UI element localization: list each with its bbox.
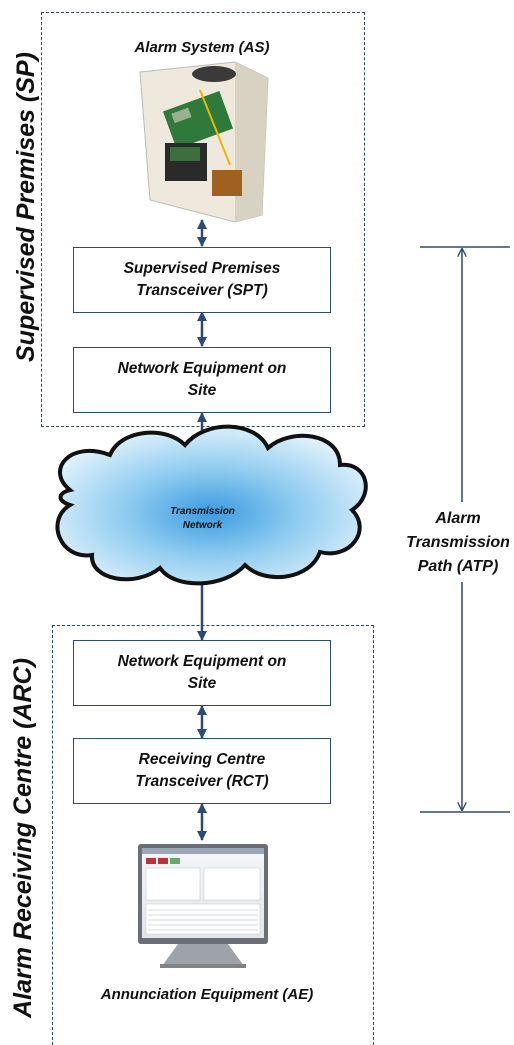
spt-box: Supervised Premises Transceiver (SPT): [73, 247, 331, 313]
atp-line3: Path (ATP): [417, 558, 499, 575]
network-equipment-arc-box: Network Equipment on Site: [73, 640, 331, 706]
atp-label: Alarm Transmission Path (ATP): [403, 507, 513, 579]
cloud-line2: Network: [182, 520, 223, 531]
network-sp-line1: Network Equipment on: [117, 360, 287, 377]
spt-line1: Supervised Premises: [123, 260, 281, 277]
network-sp-line2: Site: [187, 382, 217, 399]
alarm-panel-image: [139, 61, 269, 223]
network-arc-line1: Network Equipment on: [117, 653, 287, 670]
annunciation-equipment-label: Annunciation Equipment (AE): [100, 986, 314, 1003]
network-equipment-sp-box: Network Equipment on Site: [73, 347, 331, 413]
atp-span: [420, 246, 510, 813]
rct-line1: Receiving Centre: [138, 751, 266, 768]
alarm-receiving-centre-zone: [52, 625, 374, 1045]
network-arc-line2: Site: [187, 675, 217, 692]
cloud-line1: Transmission: [170, 506, 235, 517]
monitor-image: [138, 844, 268, 968]
transmission-network-cloud: [55, 424, 368, 586]
rct-box: Receiving Centre Transceiver (RCT): [73, 738, 331, 804]
atp-line1: Alarm: [435, 510, 481, 527]
rct-line2: Transceiver (RCT): [135, 773, 269, 790]
atp-line2: Transmission: [406, 534, 510, 551]
alarm-system-label: Alarm System (AS): [134, 39, 270, 56]
spt-line2: Transceiver (SPT): [136, 282, 268, 299]
cloud-label: Transmission Network: [140, 505, 265, 533]
